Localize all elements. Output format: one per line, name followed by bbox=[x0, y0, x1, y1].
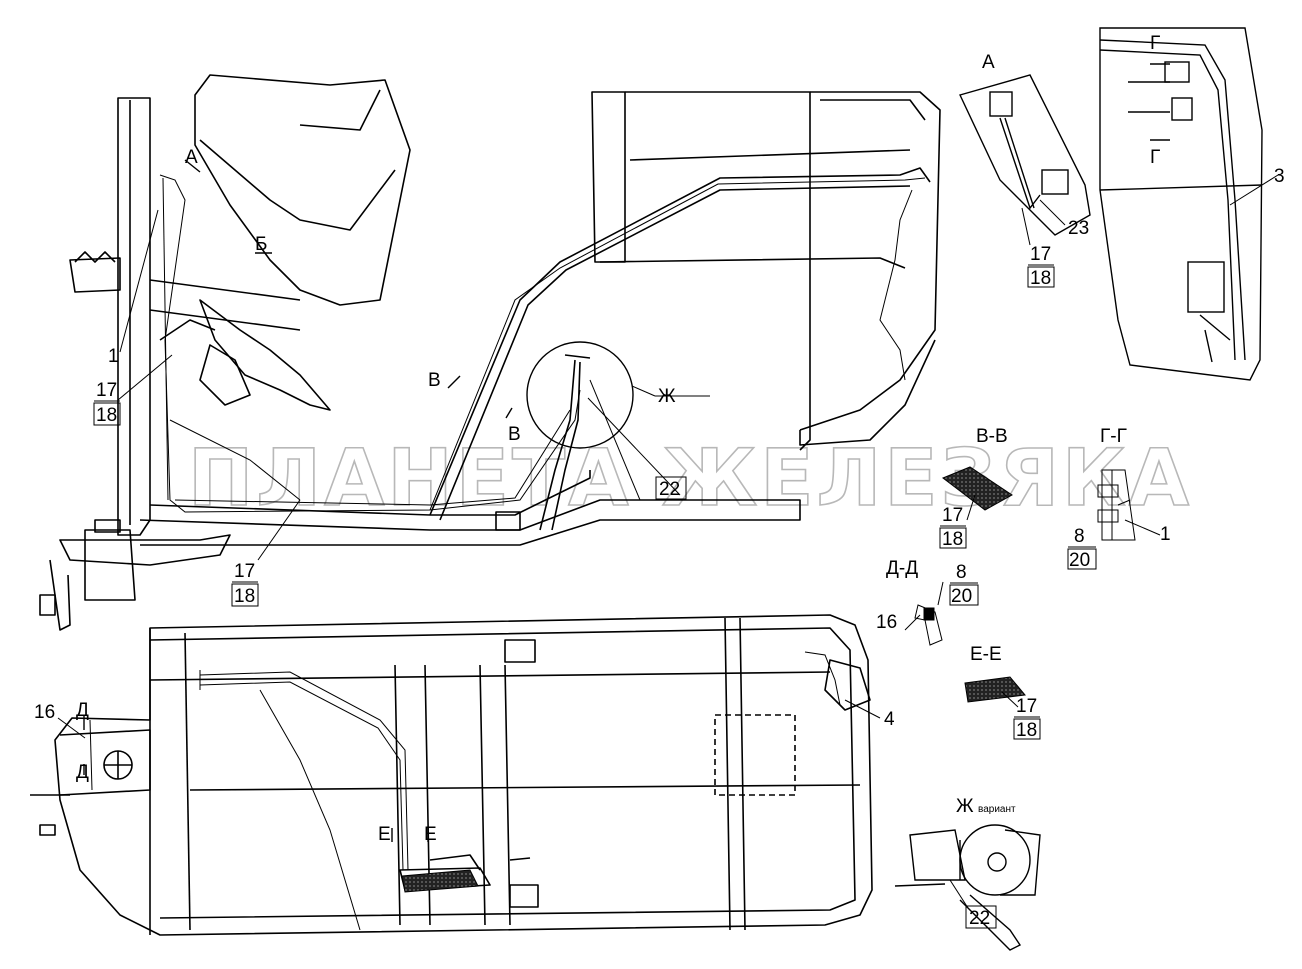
marker-e-right: Е bbox=[424, 824, 437, 845]
callout-18-view-a: 18 bbox=[1030, 268, 1051, 289]
callout-8-view-gg: 8 bbox=[1074, 526, 1085, 547]
marker-a: А bbox=[185, 147, 198, 168]
callout-1-view-gg: 1 bbox=[1160, 524, 1171, 545]
callout-17-view-bb: 17 bbox=[942, 505, 963, 526]
view-dd-title: Д-Д bbox=[886, 558, 918, 579]
callout-17-floor: 17 bbox=[234, 561, 255, 582]
callout-3: 3 bbox=[1274, 166, 1285, 187]
callout-17-cab-left: 17 bbox=[96, 380, 117, 401]
view-zh-variant-label: вариант bbox=[978, 804, 1016, 815]
callout-22-view-zh: 22 bbox=[969, 908, 990, 929]
marker-e-left: Е bbox=[378, 824, 391, 845]
marker-d-bottom: Д bbox=[76, 762, 89, 783]
marker-v-bottom: В bbox=[508, 424, 521, 445]
view-zh-variant bbox=[894, 824, 1041, 951]
callout-17-view-ee: 17 bbox=[1016, 696, 1037, 717]
watermark: ПЛАНЕТА ЖЕЛЕЗЯКА bbox=[188, 434, 1192, 524]
callout-18-view-bb: 18 bbox=[942, 529, 963, 550]
callout-18-cab-left: 18 bbox=[96, 405, 117, 426]
section-arrows bbox=[83, 63, 1170, 842]
view-g-panel bbox=[1099, 27, 1263, 381]
callout-22-cab: 22 bbox=[659, 479, 680, 500]
view-a-detail bbox=[959, 74, 1091, 236]
callout-20-view-gg: 20 bbox=[1069, 550, 1090, 571]
cab-side-view bbox=[39, 74, 941, 631]
section-markers: А Б В В Г Г Д Д Е Е Ж bbox=[76, 33, 1160, 845]
view-zh-title: Ж bbox=[956, 796, 974, 817]
view-gg-title: Г-Г bbox=[1100, 426, 1127, 447]
callout-8-view-dd: 8 bbox=[956, 562, 967, 583]
callout-18-view-ee: 18 bbox=[1016, 720, 1037, 741]
callout-4: 4 bbox=[884, 709, 895, 730]
callouts: 1 17 18 17 18 22 23 17 18 3 17 18 1 8 20 bbox=[34, 166, 1285, 929]
view-ee-title: Е-Е bbox=[970, 644, 1002, 665]
cable-run-top bbox=[89, 651, 841, 931]
marker-b: Б bbox=[255, 234, 267, 255]
marker-g-bottom: Г bbox=[1150, 147, 1160, 168]
marker-d-top: Д bbox=[76, 700, 89, 721]
view-a-title: А bbox=[982, 52, 995, 73]
callout-20-view-dd: 20 bbox=[951, 586, 972, 607]
marker-zh: Ж bbox=[658, 386, 676, 407]
cable-run-cab bbox=[159, 174, 926, 513]
leader-lines bbox=[57, 174, 1279, 909]
view-bb-title: В-В bbox=[976, 426, 1008, 447]
callout-1-cab: 1 bbox=[108, 346, 119, 367]
callout-17-view-a: 17 bbox=[1030, 244, 1051, 265]
cab-top-view bbox=[30, 614, 873, 936]
marker-g-top: Г bbox=[1150, 33, 1160, 54]
callout-16-view-dd: 16 bbox=[876, 612, 897, 633]
marker-v-top: В bbox=[428, 370, 441, 391]
view-titles: А В-В Г-Г Д-Д Е-Е Ж вариант bbox=[886, 52, 1127, 817]
hatched-sections bbox=[401, 466, 1136, 893]
callout-16-lower: 16 bbox=[34, 702, 55, 723]
detail-circle-zh bbox=[526, 341, 634, 449]
callout-18-floor: 18 bbox=[234, 586, 255, 607]
callout-23: 23 bbox=[1068, 218, 1089, 239]
